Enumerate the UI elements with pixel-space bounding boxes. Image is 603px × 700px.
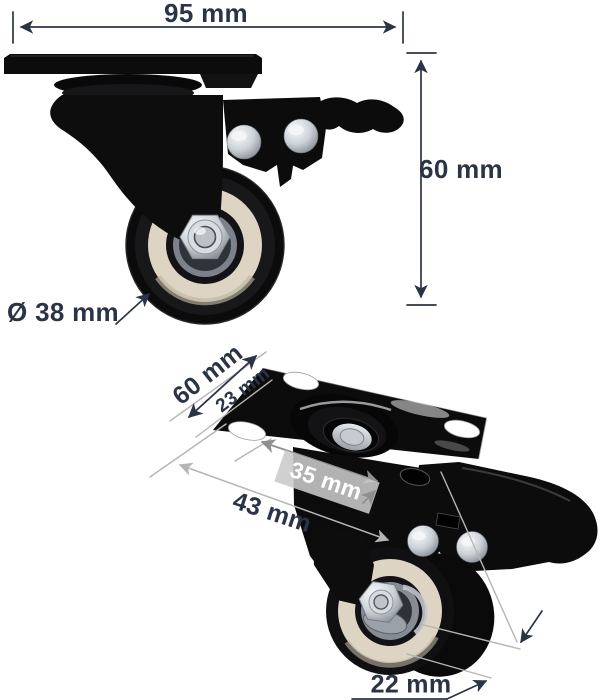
dim-label-overall-height: 60 mm	[419, 154, 503, 184]
iso-view-dimension-lines	[149, 351, 543, 700]
side-view-brake-pedal	[314, 97, 404, 133]
iso-axle-nut	[358, 581, 428, 635]
ext-line-right	[440, 471, 518, 643]
side-view-fork	[50, 95, 224, 247]
dim-iso-60-line	[187, 355, 258, 418]
dim-diameter-leader	[115, 293, 151, 325]
side-view-brake-rivets	[226, 118, 319, 160]
iso-plate-holes	[227, 371, 481, 441]
dim-35-label-band	[274, 450, 380, 514]
ext-line-left-hole	[149, 423, 227, 478]
side-view-dimension-lines	[12, 11, 437, 325]
iso-view-caster	[213, 367, 598, 677]
dim-22-guide-bottom	[406, 653, 492, 679]
iso-brake-rivets	[407, 525, 488, 563]
dim-22-leader	[446, 679, 488, 700]
dim-35-small-arrow	[360, 489, 377, 506]
dim-label-overall-width: 95 mm	[164, 0, 248, 28]
iso-fork-leg	[312, 527, 374, 607]
side-view-caster	[4, 54, 404, 325]
dim-label-wheel-diameter: Ø 38 mm	[7, 297, 119, 327]
side-view-axle-nut	[179, 214, 231, 260]
dim-22-arrow-upper	[520, 610, 543, 644]
dim-label-wheel-width: 22 mm	[370, 670, 452, 699]
dim-22-guide-top	[419, 623, 521, 650]
dim-43-line	[178, 462, 390, 543]
